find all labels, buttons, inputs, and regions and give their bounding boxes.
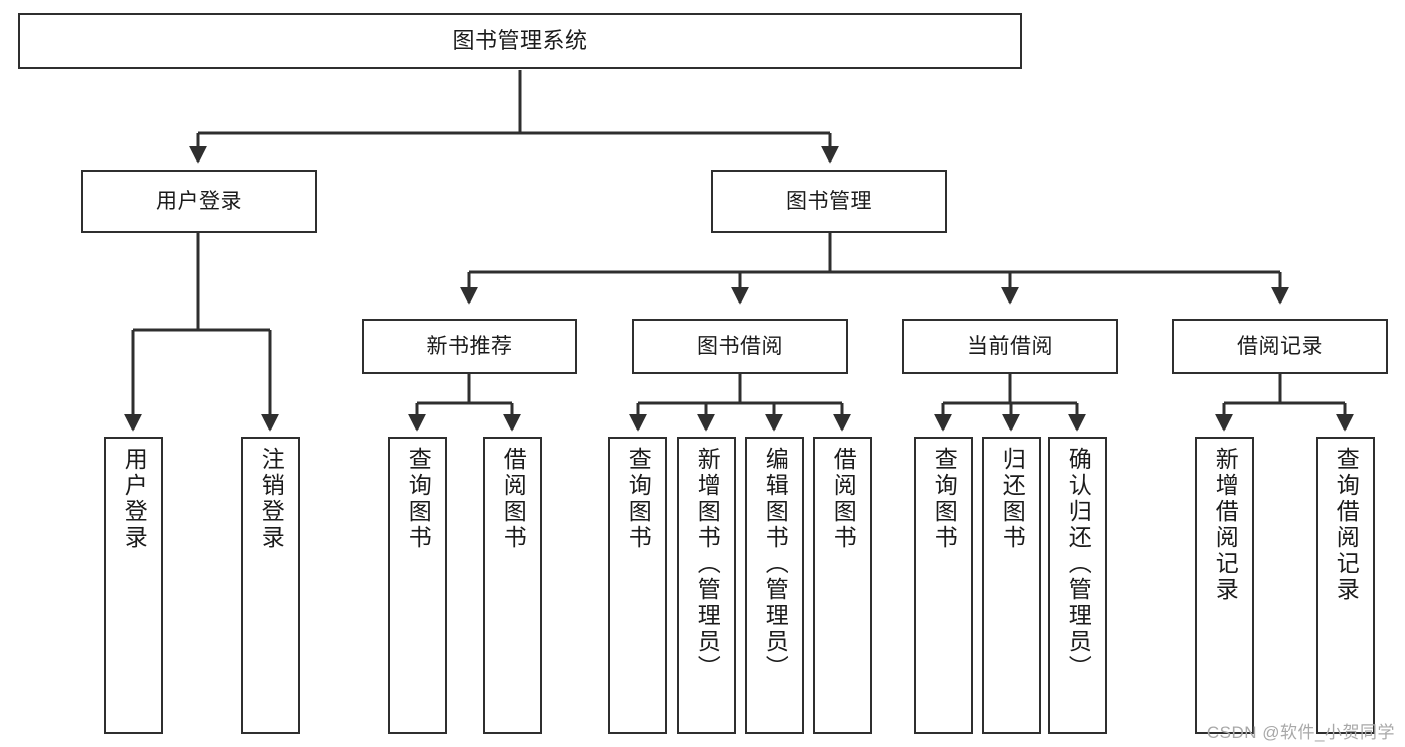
node-leaf-query-book-1-label: 查询图书 — [405, 447, 432, 551]
node-leaf-add-borrow-record[interactable]: 新增借阅记录 — [1195, 437, 1254, 734]
node-leaf-user-login-label: 用户登录 — [121, 447, 148, 551]
node-leaf-logout-login-label: 注销登录 — [258, 447, 285, 551]
node-leaf-borrow-book-2-label: 借阅图书 — [830, 447, 857, 551]
node-book-manage[interactable]: 图书管理 — [711, 170, 947, 233]
node-leaf-confirm-return-admin-label: 确认归还（管理员） — [1065, 447, 1092, 681]
node-borrow-record-label: 借阅记录 — [1237, 334, 1323, 358]
node-leaf-confirm-return-admin[interactable]: 确认归还（管理员） — [1048, 437, 1107, 734]
node-user-login-label: 用户登录 — [156, 189, 242, 213]
node-leaf-logout-login[interactable]: 注销登录 — [241, 437, 300, 734]
node-root[interactable]: 图书管理系统 — [18, 13, 1022, 69]
node-leaf-query-book-2[interactable]: 查询图书 — [608, 437, 667, 734]
node-new-book-recommend[interactable]: 新书推荐 — [362, 319, 577, 374]
node-leaf-add-book-admin-label: 新增图书（管理员） — [694, 447, 721, 681]
node-borrow-record[interactable]: 借阅记录 — [1172, 319, 1388, 374]
node-book-manage-label: 图书管理 — [786, 189, 872, 213]
node-book-borrow-label: 图书借阅 — [697, 334, 783, 358]
node-leaf-borrow-book-1[interactable]: 借阅图书 — [483, 437, 542, 734]
node-book-borrow[interactable]: 图书借阅 — [632, 319, 848, 374]
node-user-login[interactable]: 用户登录 — [81, 170, 317, 233]
node-leaf-return-book[interactable]: 归还图书 — [982, 437, 1041, 734]
node-root-label: 图书管理系统 — [452, 27, 588, 53]
node-leaf-query-borrow-record[interactable]: 查询借阅记录 — [1316, 437, 1375, 734]
node-leaf-edit-book-admin[interactable]: 编辑图书（管理员） — [745, 437, 804, 734]
node-leaf-add-book-admin[interactable]: 新增图书（管理员） — [677, 437, 736, 734]
node-leaf-return-book-label: 归还图书 — [999, 447, 1026, 551]
node-leaf-query-borrow-record-label: 查询借阅记录 — [1333, 447, 1360, 603]
node-leaf-borrow-book-2[interactable]: 借阅图书 — [813, 437, 872, 734]
node-current-borrow[interactable]: 当前借阅 — [902, 319, 1118, 374]
node-leaf-query-book-2-label: 查询图书 — [625, 447, 652, 551]
node-leaf-add-borrow-record-label: 新增借阅记录 — [1212, 447, 1239, 603]
node-leaf-borrow-book-1-label: 借阅图书 — [500, 447, 527, 551]
node-leaf-query-book-3[interactable]: 查询图书 — [914, 437, 973, 734]
node-new-book-recommend-label: 新书推荐 — [426, 334, 513, 358]
node-leaf-user-login[interactable]: 用户登录 — [104, 437, 163, 734]
node-leaf-edit-book-admin-label: 编辑图书（管理员） — [762, 447, 789, 681]
node-leaf-query-book-3-label: 查询图书 — [931, 447, 958, 551]
node-leaf-query-book-1[interactable]: 查询图书 — [388, 437, 447, 734]
node-current-borrow-label: 当前借阅 — [967, 334, 1053, 358]
